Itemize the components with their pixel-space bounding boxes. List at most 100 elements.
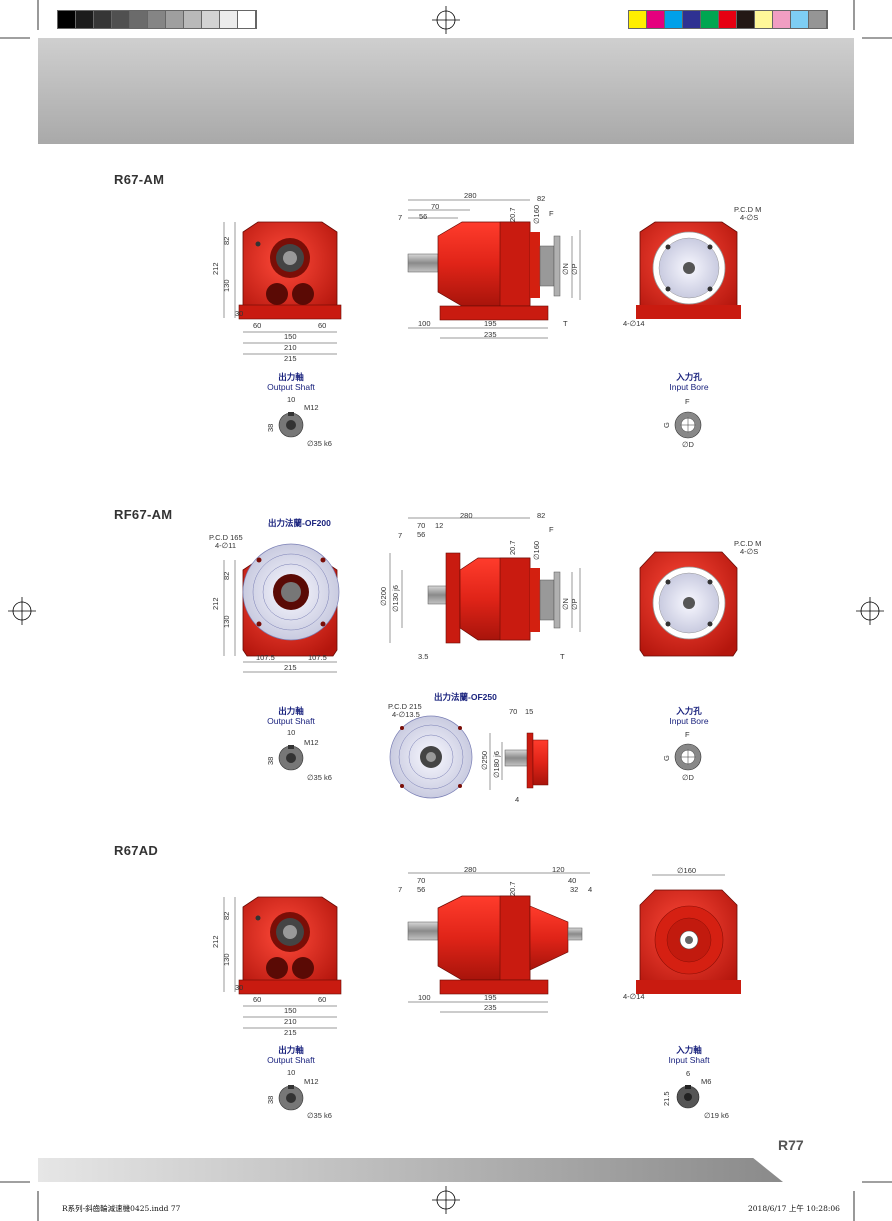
dim-label: 38	[266, 1096, 275, 1104]
footer-timestamp: 2018/6/17 上午 10:28:06	[748, 1204, 840, 1213]
print-swatch	[773, 11, 791, 28]
dim-label: P.C.D M	[734, 539, 761, 548]
dim-label: 215	[284, 1028, 297, 1037]
dim-label: 107.5	[256, 653, 275, 662]
dim-label: ∅35 k6	[307, 1111, 332, 1120]
dim-label: 60	[253, 321, 261, 330]
print-swatch	[130, 11, 148, 28]
dim-label: 82	[222, 572, 231, 580]
dim-label: 82	[222, 237, 231, 245]
caption-zh: 出力軸	[278, 1045, 304, 1055]
dim-label: 195	[484, 993, 497, 1002]
dim-label: 15	[525, 707, 533, 716]
caption-en: Input Bore	[669, 716, 709, 726]
r67am-output-shaft-icon	[278, 412, 304, 438]
print-swatch	[112, 11, 130, 28]
dim-label: G	[662, 422, 671, 428]
caption-zh: 出力軸	[278, 706, 304, 716]
rf67am-end-view	[639, 551, 738, 657]
dim-label: ∅35 k6	[307, 439, 332, 448]
rf67am-flange250-front	[389, 715, 473, 799]
dim-label: 20.7	[508, 540, 517, 555]
dim-label: 150	[284, 1006, 297, 1015]
dim-label: ∅P	[570, 598, 579, 610]
dim-label: F	[549, 209, 554, 218]
caption-zh: 入力孔	[676, 706, 702, 716]
output-shaft-caption: 出力軸 Output Shaft	[252, 706, 330, 726]
r67ad-output-shaft-icon	[278, 1085, 304, 1111]
r67am-input-bore-icon	[674, 411, 702, 439]
dim-label: 7	[398, 885, 402, 894]
footer-band	[38, 1158, 783, 1182]
dim-label: 4-∅S	[740, 213, 758, 222]
dim-label: 215	[284, 354, 297, 363]
dim-label: 4	[515, 795, 519, 804]
dim-label: 4	[588, 885, 592, 894]
dim-label: 100	[418, 993, 431, 1002]
dim-label: ∅19 k6	[704, 1111, 729, 1120]
dim-label: ∅160	[532, 205, 541, 224]
dim-label: ∅250	[480, 751, 489, 770]
dim-label: 195	[484, 319, 497, 328]
caption-en: Input Shaft	[668, 1055, 710, 1065]
dim-label: ∅160	[532, 541, 541, 560]
rf67am-output-shaft-icon	[278, 745, 304, 771]
print-swatch	[737, 11, 755, 28]
dim-label: ∅130 j6	[391, 585, 400, 612]
dim-label: 20.7	[508, 881, 517, 896]
dim-label: F	[549, 525, 554, 534]
dim-label: M6	[701, 1077, 711, 1086]
dim-label: 4-∅11	[215, 541, 236, 550]
dim-label: 215	[284, 663, 297, 672]
flange-of250-title: 出力法蘭-OF250	[434, 692, 497, 702]
dim-label: 70	[509, 707, 517, 716]
print-swatch	[148, 11, 166, 28]
dim-label: 130	[222, 615, 231, 628]
print-swatch	[755, 11, 773, 28]
dim-label: ∅N	[561, 263, 570, 275]
dim-label: 21.5	[662, 1091, 671, 1106]
dim-label: 56	[419, 212, 427, 221]
header-band	[38, 38, 854, 144]
rf67am-flange250-side	[504, 732, 549, 789]
dim-label: 56	[417, 885, 425, 894]
r67ad-front-view	[238, 896, 342, 995]
dim-label: ∅D	[682, 773, 695, 782]
dim-label: F	[685, 397, 690, 406]
caption-zh: 出力軸	[278, 372, 304, 382]
dim-label: 3.5	[418, 652, 428, 661]
dimension-lines	[223, 199, 725, 1029]
caption-en: Output Shaft	[267, 716, 315, 726]
dim-label: T	[563, 319, 568, 328]
dim-label: 100	[418, 319, 431, 328]
caption-zh: 入力孔	[676, 372, 702, 382]
dim-label: 38	[266, 757, 275, 765]
dim-label: 30	[235, 983, 243, 992]
dim-label: P.C.D 215	[388, 702, 422, 711]
dim-label: 30	[235, 309, 243, 318]
dim-label: 10	[287, 395, 295, 404]
print-swatch	[719, 11, 737, 28]
print-swatch	[809, 11, 827, 28]
dim-label: 235	[484, 1003, 497, 1012]
dim-label: 4-∅S	[740, 547, 758, 556]
print-swatch	[647, 11, 665, 28]
input-shaft-caption: 入力軸 Input Shaft	[650, 1045, 728, 1065]
print-swatch	[238, 11, 256, 28]
dim-label: 4-∅14	[623, 992, 645, 1001]
dim-label: 210	[284, 1017, 297, 1026]
dim-label: ∅35 k6	[307, 773, 332, 782]
dim-label: M12	[304, 1077, 319, 1086]
dim-label: ∅160	[677, 866, 696, 875]
dim-label: ∅180 j6	[492, 751, 501, 778]
dim-label: 82	[537, 511, 545, 520]
dim-label: 130	[222, 279, 231, 292]
dim-label: 120	[552, 865, 565, 874]
input-bore-caption: 入力孔 Input Bore	[650, 706, 728, 726]
dim-label: M12	[304, 738, 319, 747]
flange-of200-title: 出力法蘭-OF200	[268, 518, 331, 528]
dim-label: 40	[568, 876, 576, 885]
dim-label: 212	[211, 597, 220, 610]
dim-label: 82	[537, 194, 545, 203]
